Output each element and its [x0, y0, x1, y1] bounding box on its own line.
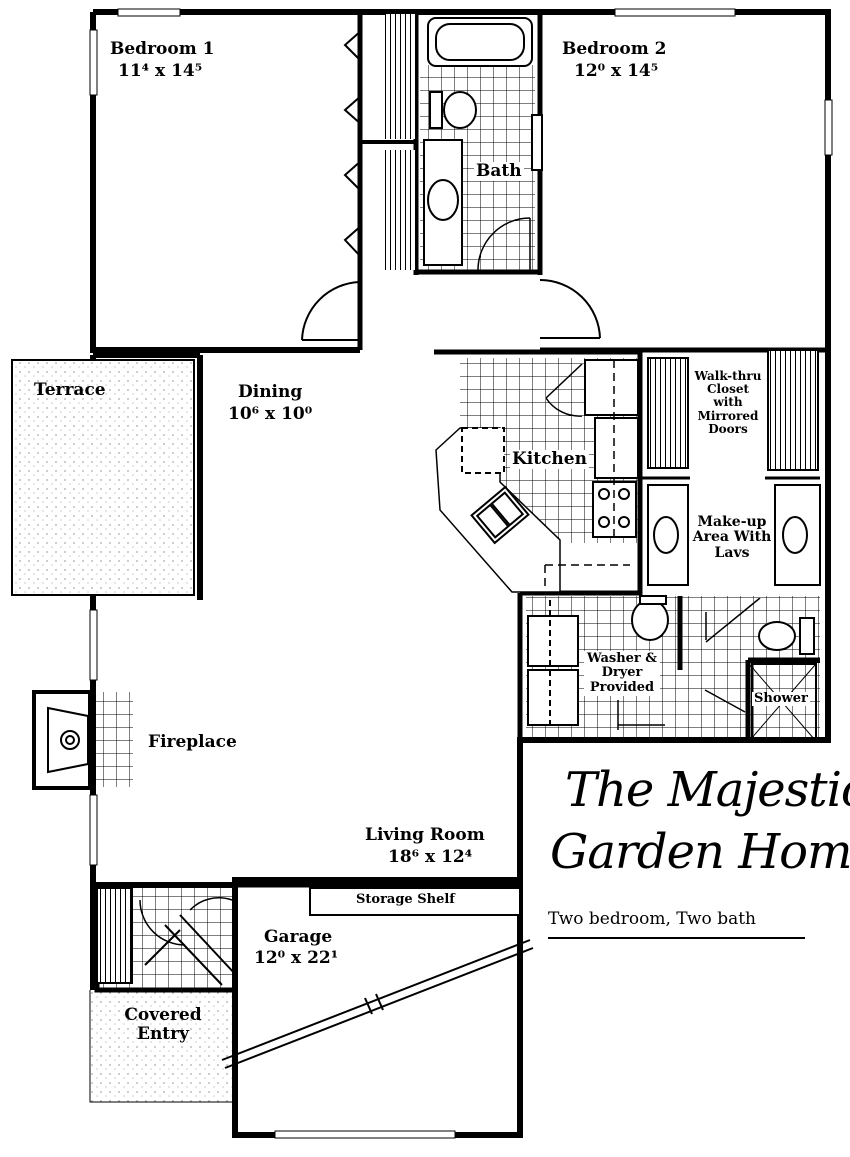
garage-fixtures — [221, 887, 534, 1069]
makeup-label-line-1: Make-up — [697, 514, 767, 530]
brand-title-line-2: Garden Home — [550, 824, 850, 880]
covered-entry-line-2: Entry — [136, 1023, 190, 1044]
bedroom2-dims: 12⁰ x 14⁵ — [574, 61, 659, 81]
laundry-label: Washer & Dryer Provided — [583, 651, 661, 696]
kitchen-label: Kitchen — [510, 449, 589, 469]
terrace-floor — [11, 359, 195, 596]
terrace-label: Terrace — [34, 380, 106, 400]
brand-subtitle: Two bedroom, Two bath — [548, 909, 756, 929]
laundry-label-line-1: Washer & — [586, 651, 658, 666]
garage-dims: 12⁰ x 22¹ — [254, 948, 339, 968]
interior-walls — [94, 12, 828, 993]
closet-label-line-4: Mirrored — [697, 408, 759, 423]
laundry-label-line-2: Dryer — [601, 665, 643, 681]
bedroom2-label: Bedroom 2 — [562, 39, 667, 59]
laundry-fixtures — [527, 595, 817, 741]
bath-fixtures — [423, 17, 543, 271]
makeup-lavs — [647, 484, 821, 586]
covered-entry-floor — [90, 990, 235, 1102]
living-room-dims: 18⁶ x 12⁴ — [388, 847, 473, 867]
dining-dims: 10⁶ x 10⁰ — [228, 404, 313, 424]
fireplace-label: Fireplace — [148, 732, 237, 752]
laundry-label-line-3: Provided — [589, 679, 655, 695]
walk-thru-closets — [642, 349, 820, 480]
bedroom1-label: Bedroom 1 — [110, 39, 215, 59]
dining-label: Dining — [238, 382, 303, 402]
windows — [89, 8, 833, 1139]
closet-label-line-3: with — [713, 395, 743, 410]
walk-thru-closet-label: Walk-thru Closet with Mirrored Doors — [694, 369, 762, 436]
makeup-label-line-2: Area With — [692, 529, 772, 546]
shower-label: Shower — [752, 691, 810, 707]
fireplace — [32, 690, 92, 790]
covered-entry-line-1: Covered — [124, 1005, 202, 1025]
entry-fixtures — [96, 887, 237, 986]
kitchen-fixtures — [435, 359, 639, 593]
makeup-label-line-3: Lavs — [714, 544, 750, 561]
makeup-area-label: Make-up Area With Lavs — [692, 514, 772, 561]
garage-label: Garage — [264, 927, 333, 947]
closet-label-line-1: Walk-thru — [694, 369, 762, 383]
bedroom1-dims: 11⁴ x 14⁵ — [118, 61, 203, 81]
bedroom-doors — [301, 279, 601, 341]
bedroom1-closets — [343, 14, 416, 270]
covered-entry-label: Covered Entry — [124, 1006, 201, 1043]
storage-shelf-label: Storage Shelf — [356, 892, 455, 907]
closet-label-line-5: Doors — [708, 421, 748, 436]
closet-label-line-2: Closet — [706, 382, 750, 397]
brand-title-line-1: The Majestic — [565, 762, 850, 818]
living-room-label: Living Room — [365, 825, 485, 845]
bath-label: Bath — [474, 161, 524, 181]
